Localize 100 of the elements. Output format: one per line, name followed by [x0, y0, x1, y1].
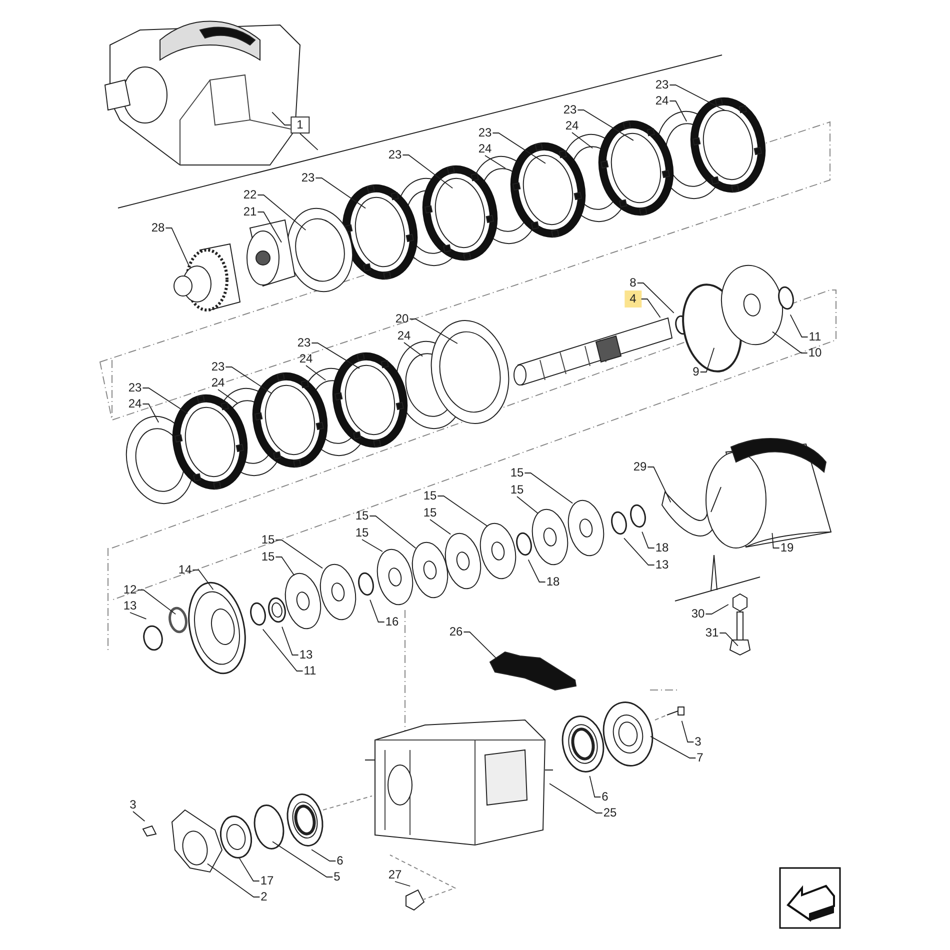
callout-number: 24	[564, 120, 580, 132]
leader-line	[640, 298, 661, 318]
callout-number: 27	[387, 868, 403, 882]
callout-number: 30	[690, 608, 706, 620]
leader-line	[572, 132, 594, 149]
leader-line	[492, 132, 546, 164]
callout-number: 13	[298, 648, 314, 662]
leader-line	[636, 282, 674, 314]
callout-number: 7	[696, 752, 704, 764]
leader-line	[647, 466, 672, 503]
leader-line	[549, 783, 603, 814]
callout-number: 24	[298, 352, 314, 366]
callout-number: 21	[242, 206, 258, 218]
leader-line	[257, 194, 306, 231]
callout-number: 28	[150, 222, 166, 234]
leader-line	[272, 841, 334, 878]
callout-number: 18	[654, 542, 670, 554]
leader-line	[311, 849, 336, 862]
callout-number: 10	[807, 346, 823, 360]
callout-number: 24	[396, 330, 412, 342]
callout-number: 9	[692, 366, 700, 378]
callout-number: 15	[422, 506, 438, 520]
callout-number: 20	[394, 312, 410, 326]
leader-line	[430, 519, 451, 535]
callout-number: 31	[704, 626, 720, 640]
callout-number: 29	[632, 460, 648, 474]
leader-line	[409, 318, 458, 344]
leader-line	[681, 720, 694, 742]
callout-number: 11	[808, 330, 822, 344]
callout-number: 6	[336, 854, 344, 868]
callout-number: 15	[509, 484, 525, 496]
leader-line	[257, 212, 282, 243]
leader-line	[370, 599, 385, 622]
callout-number: 22	[242, 188, 258, 202]
leader-line	[589, 775, 602, 798]
callout-number: 8	[628, 276, 638, 290]
leader-line	[315, 178, 366, 209]
leader-line	[239, 858, 260, 882]
leader-line	[669, 84, 726, 112]
callout-number: 17	[259, 874, 275, 888]
leader-line	[306, 365, 326, 381]
callout-number: 5	[332, 870, 342, 884]
leader-line	[719, 632, 738, 646]
leader-line	[404, 342, 424, 357]
leader-line	[218, 389, 238, 404]
leader-line	[463, 632, 496, 658]
leader-line	[275, 540, 323, 569]
leader-line	[275, 556, 295, 576]
callout-number: 23	[127, 382, 143, 394]
leader-line	[700, 347, 715, 372]
callout-number: 24	[127, 398, 143, 410]
leader-line	[165, 228, 190, 266]
leader-line	[705, 604, 729, 614]
callout-number: 15	[422, 490, 438, 502]
leader-line	[206, 863, 260, 898]
leader-line	[130, 612, 147, 620]
callout-number: 23	[562, 104, 578, 116]
leader-line	[192, 570, 214, 590]
callout-number: 23	[210, 360, 226, 374]
callout-number: 15	[260, 550, 276, 564]
callout-number: 25	[602, 806, 618, 820]
leader-line	[772, 331, 808, 354]
leader-line	[669, 100, 688, 122]
callout-number: 15	[260, 534, 276, 546]
leader-line	[402, 154, 454, 189]
callout-number: 4	[624, 290, 642, 308]
leader-line	[642, 531, 655, 548]
leader-line	[272, 112, 292, 126]
callout-number: 15	[354, 510, 370, 522]
leader-line	[282, 626, 299, 656]
leader-line	[772, 532, 780, 548]
callout-number: 23	[654, 78, 670, 92]
callout-number: 6	[600, 790, 610, 804]
callout-number: 2	[260, 890, 268, 904]
callout-number: 23	[477, 126, 493, 140]
leader-line	[528, 559, 546, 582]
leader-line	[225, 366, 272, 394]
leader-line	[132, 811, 146, 822]
callout-number: 15	[354, 526, 370, 540]
leader-line	[516, 496, 538, 514]
callout-number: 24	[477, 142, 493, 156]
leader-line	[524, 472, 574, 504]
callout-number: 24	[654, 94, 670, 108]
callout-number: 23	[300, 172, 316, 184]
callout-number: 12	[122, 584, 138, 596]
callout-number: 3	[128, 798, 138, 812]
callout-number: 26	[448, 626, 464, 638]
callout-number: 3	[694, 736, 702, 748]
callout-number: 16	[384, 616, 400, 628]
callout-number: 18	[545, 576, 561, 588]
callout-number: 13	[654, 558, 670, 572]
leader-line	[311, 342, 360, 369]
leader-line	[362, 539, 383, 552]
leader-line	[484, 155, 506, 169]
leader-line	[577, 110, 634, 141]
leader-line	[437, 496, 488, 527]
callout-number: 14	[177, 564, 193, 576]
leader-line	[142, 404, 160, 423]
leader-line	[137, 590, 176, 615]
leader-line	[300, 133, 318, 150]
